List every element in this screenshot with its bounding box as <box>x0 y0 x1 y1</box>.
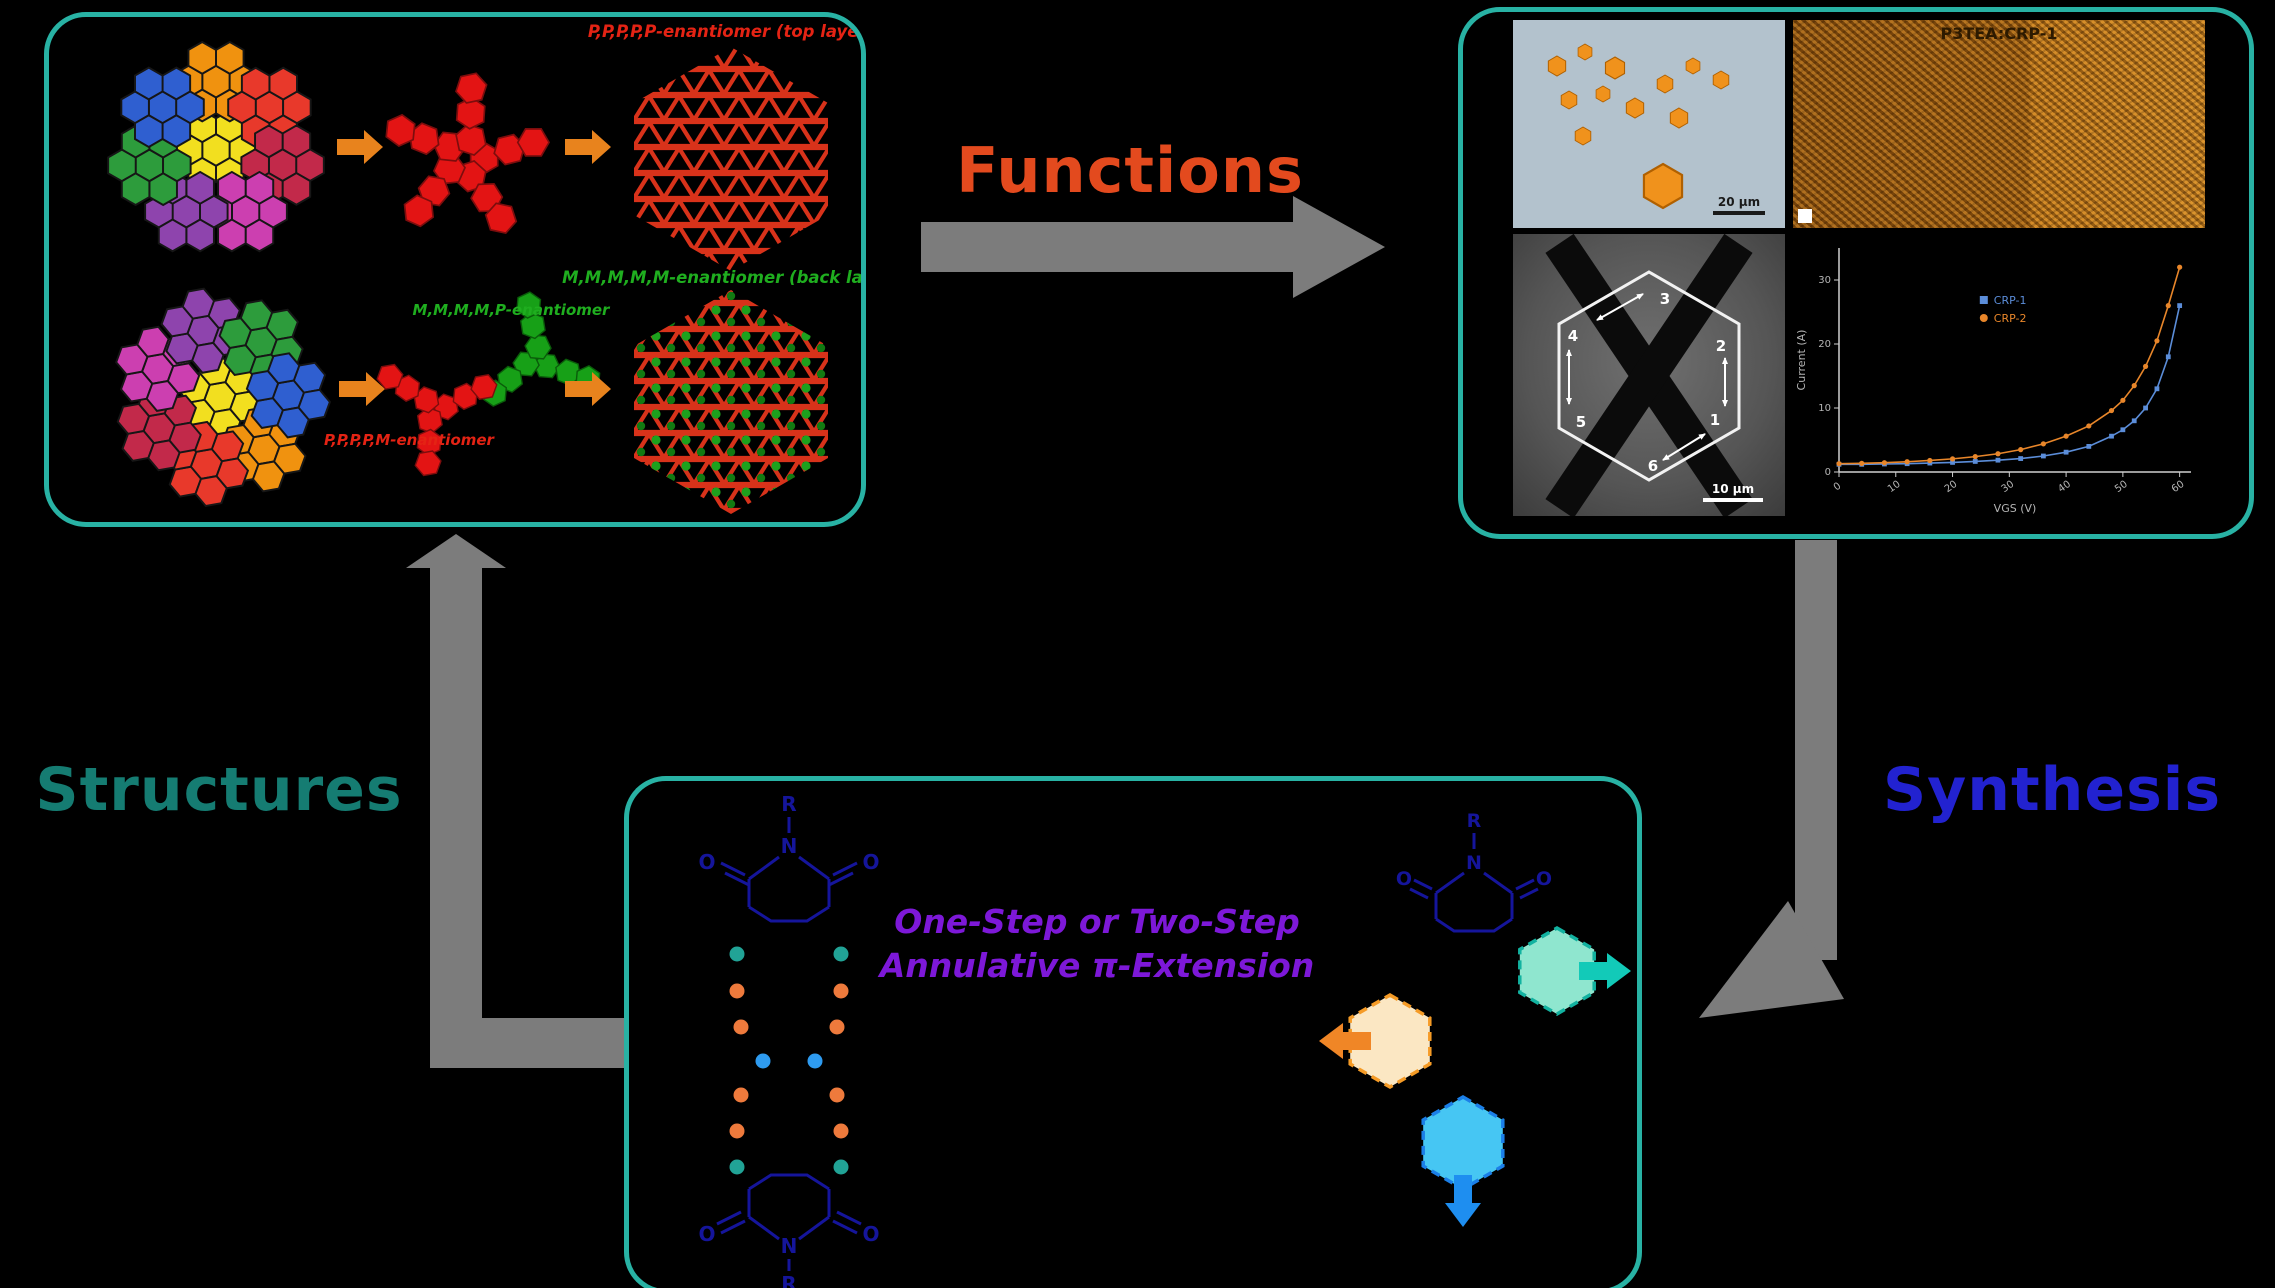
orange-arrow-icon <box>337 130 383 164</box>
cream-product-hexagon <box>1319 992 1432 1090</box>
red-enantiomer-cluster <box>359 319 528 496</box>
sem-scalebar <box>1703 498 1763 502</box>
svg-text:CRP-2: CRP-2 <box>1994 312 2027 325</box>
optical-micrograph: 20 μm <box>1513 20 1785 228</box>
contact-numbers: 1 2 3 4 5 6 <box>1568 290 1726 475</box>
svg-text:20: 20 <box>1818 339 1831 350</box>
atom-N: N <box>781 834 798 858</box>
svg-text:2: 2 <box>1716 337 1726 355</box>
svg-text:Current (A): Current (A) <box>1795 330 1808 391</box>
atom-O: O <box>698 1222 715 1246</box>
red-lattice <box>634 47 828 271</box>
svg-text:5: 5 <box>1576 413 1586 431</box>
functions-panel: 20 μm P3TEA:CRP-1 <box>1458 7 2254 539</box>
teal-product-hexagon <box>1518 925 1631 1017</box>
ape-caption-line2: Annulative π-Extension <box>877 946 1314 985</box>
atom-O: O <box>862 850 879 874</box>
teal-arrow-icon <box>1579 953 1631 989</box>
atom-N: N <box>1466 852 1482 874</box>
chiral-nanographene-bottom <box>72 250 372 522</box>
svg-text:3: 3 <box>1660 290 1670 308</box>
mixed-lattice-green <box>634 290 828 514</box>
substituent-dots <box>729 946 849 1175</box>
atom-R: R <box>781 1272 796 1288</box>
diimide-precursor: R N O O O O N R <box>698 792 879 1288</box>
atom-R: R <box>781 792 796 816</box>
svg-text:4: 4 <box>1568 327 1578 345</box>
structures-figure: P,P,P,P,P-enantiomer (top layer) M,M,M,M… <box>49 22 861 522</box>
structures-headline: Structures <box>35 755 403 825</box>
atom-O: O <box>698 850 715 874</box>
synthesis-arrow <box>1699 540 1844 1018</box>
atom-O: O <box>1396 868 1412 890</box>
chiral-nanographene-top <box>108 42 324 251</box>
afm-image: P3TEA:CRP-1 <box>1793 20 2205 228</box>
mmmmp-label: M,M,M,M,P-enantiomer <box>413 301 612 319</box>
synthesis-panel: R N O O O O N R <box>624 776 1642 1288</box>
functions-headline: Functions <box>956 134 1304 207</box>
blue-arrow-icon <box>1445 1175 1481 1227</box>
sem-scalebar-label: 10 μm <box>1712 482 1754 496</box>
optical-scalebar-label: 20 μm <box>1718 195 1760 209</box>
ppppm-label: P,P,P,P,M-enantiomer <box>324 431 496 449</box>
edge-arrows <box>1566 293 1728 461</box>
svg-text:VGS (V): VGS (V) <box>1994 502 2037 515</box>
svg-text:10: 10 <box>1818 403 1831 414</box>
atom-R: R <box>1467 810 1482 832</box>
orange-arrow-icon <box>565 130 611 164</box>
synthesis-figure: R N O O O O N R <box>698 792 1631 1288</box>
afm-colorbar-square <box>1798 209 1812 223</box>
sem-micrograph: 1 2 3 4 5 6 10 μm <box>1513 234 1785 516</box>
structures-arrow <box>406 534 627 1068</box>
optical-scalebar <box>1713 211 1765 215</box>
svg-text:CRP-1: CRP-1 <box>1994 294 2027 307</box>
svg-text:30: 30 <box>1818 275 1831 286</box>
svg-text:1: 1 <box>1710 411 1720 429</box>
svg-text:0: 0 <box>1832 481 1844 494</box>
hexagonal-crystal-outline <box>1557 270 1741 482</box>
atom-O: O <box>862 1222 879 1246</box>
synthesis-headline: Synthesis <box>1882 755 2222 825</box>
structures-panel: P,P,P,P,P-enantiomer (top layer) M,M,M,M… <box>44 12 866 527</box>
afm-title: P3TEA:CRP-1 <box>1940 24 2058 43</box>
atom-N: N <box>781 1234 798 1258</box>
atom-O: O <box>1536 868 1552 890</box>
blue-product-hexagon <box>1421 1094 1505 1227</box>
svg-text:0: 0 <box>1825 467 1831 478</box>
back-layer-label: M,M,M,M,M-enantiomer (back layer) <box>562 268 861 287</box>
imide-fragment: R N O O <box>1396 810 1552 933</box>
ape-caption-line1: One-Step or Two-Step <box>894 902 1299 941</box>
red-assembly-cluster <box>373 63 553 246</box>
functions-arrow <box>921 196 1385 298</box>
svg-text:6: 6 <box>1648 457 1658 475</box>
orange-arrow-icon <box>1319 1023 1371 1059</box>
top-layer-label: P,P,P,P,P-enantiomer (top layer) <box>588 22 861 41</box>
